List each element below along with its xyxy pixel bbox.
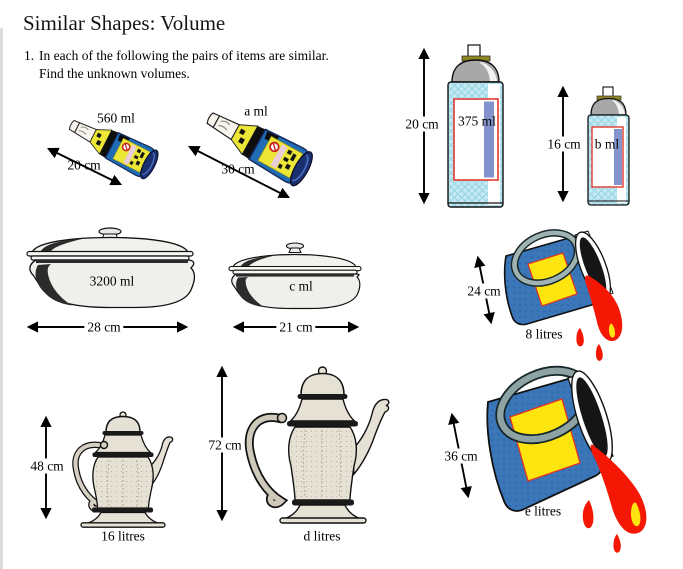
large-bottle-volume-label: a ml	[244, 103, 268, 119]
instruction-line-2: Find the unknown volumes.	[39, 66, 190, 81]
small-bucket-volume-label: 8 litres	[525, 326, 563, 342]
small-coffee-pot-illustration	[40, 411, 174, 528]
page-edge-strip	[0, 28, 3, 569]
large-pot-volume-label: d litres	[303, 528, 341, 544]
small-pot-foot	[86, 511, 160, 525]
large-bottle-size-label: 30 cm	[221, 161, 255, 177]
large-dish-volume-label: 3200 ml	[89, 273, 135, 289]
small-dish-size-label: 21 cm	[276, 319, 316, 335]
large-bucket-illustration	[448, 365, 647, 553]
large-coffee-pot-figure	[216, 365, 390, 524]
small-can-size-label: 16 cm	[544, 136, 584, 152]
small-pot-size-label: 48 cm	[27, 458, 67, 474]
small-bucket-illustration	[474, 229, 623, 361]
large-paint-bucket-figure	[448, 365, 647, 553]
small-bottle-length-arrow	[46, 147, 123, 186]
large-can-volume-label: 375 ml	[458, 113, 496, 129]
large-bottle-length-arrow	[187, 145, 291, 199]
small-bottle-volume-label: 560 ml	[97, 110, 135, 126]
casserole-dishes-figure	[26, 227, 362, 333]
large-bucket-size-label: 36 cm	[441, 448, 481, 464]
small-bottle-illustration	[46, 109, 163, 186]
large-casserole-illustration	[26, 227, 196, 333]
small-bucket-size-label: 24 cm	[464, 283, 504, 299]
large-bucket-volume-label: e litres	[524, 503, 562, 519]
large-pot-spout	[351, 398, 390, 476]
small-can-volume-label: b ml	[594, 136, 620, 152]
small-pot-lid	[105, 415, 141, 433]
large-spray-can-illustration	[418, 44, 504, 208]
small-casserole-illustration	[228, 242, 362, 333]
large-pot-size-label: 72 cm	[205, 437, 245, 453]
large-dish-size-label: 28 cm	[84, 319, 124, 335]
large-can-size-label: 20 cm	[402, 116, 442, 132]
pouring-paint	[576, 275, 623, 361]
small-pot-volume-label: 16 litres	[101, 528, 145, 544]
large-pot-lid	[300, 372, 345, 396]
small-dish-body	[231, 273, 361, 310]
question-number: 1.	[24, 48, 35, 63]
page-title: Similar Shapes: Volume	[23, 11, 226, 35]
spray-cans-figure	[418, 44, 630, 208]
small-dish-volume-label: c ml	[289, 278, 313, 294]
large-bottle-illustration	[187, 99, 318, 199]
small-spray-can-illustration	[557, 85, 630, 206]
large-dish-body	[29, 259, 196, 309]
small-paint-bucket-figure	[474, 229, 623, 361]
instruction-line-1: In each of the following the pairs of it…	[39, 48, 329, 63]
small-bottle-size-label: 20 cm	[67, 157, 101, 173]
large-pot-foot	[283, 504, 362, 520]
large-coffee-pot-illustration	[216, 365, 390, 524]
small-coffee-pot-figure	[40, 411, 174, 528]
pouring-paint	[582, 444, 647, 553]
sauce-bottles-figure	[46, 99, 318, 199]
